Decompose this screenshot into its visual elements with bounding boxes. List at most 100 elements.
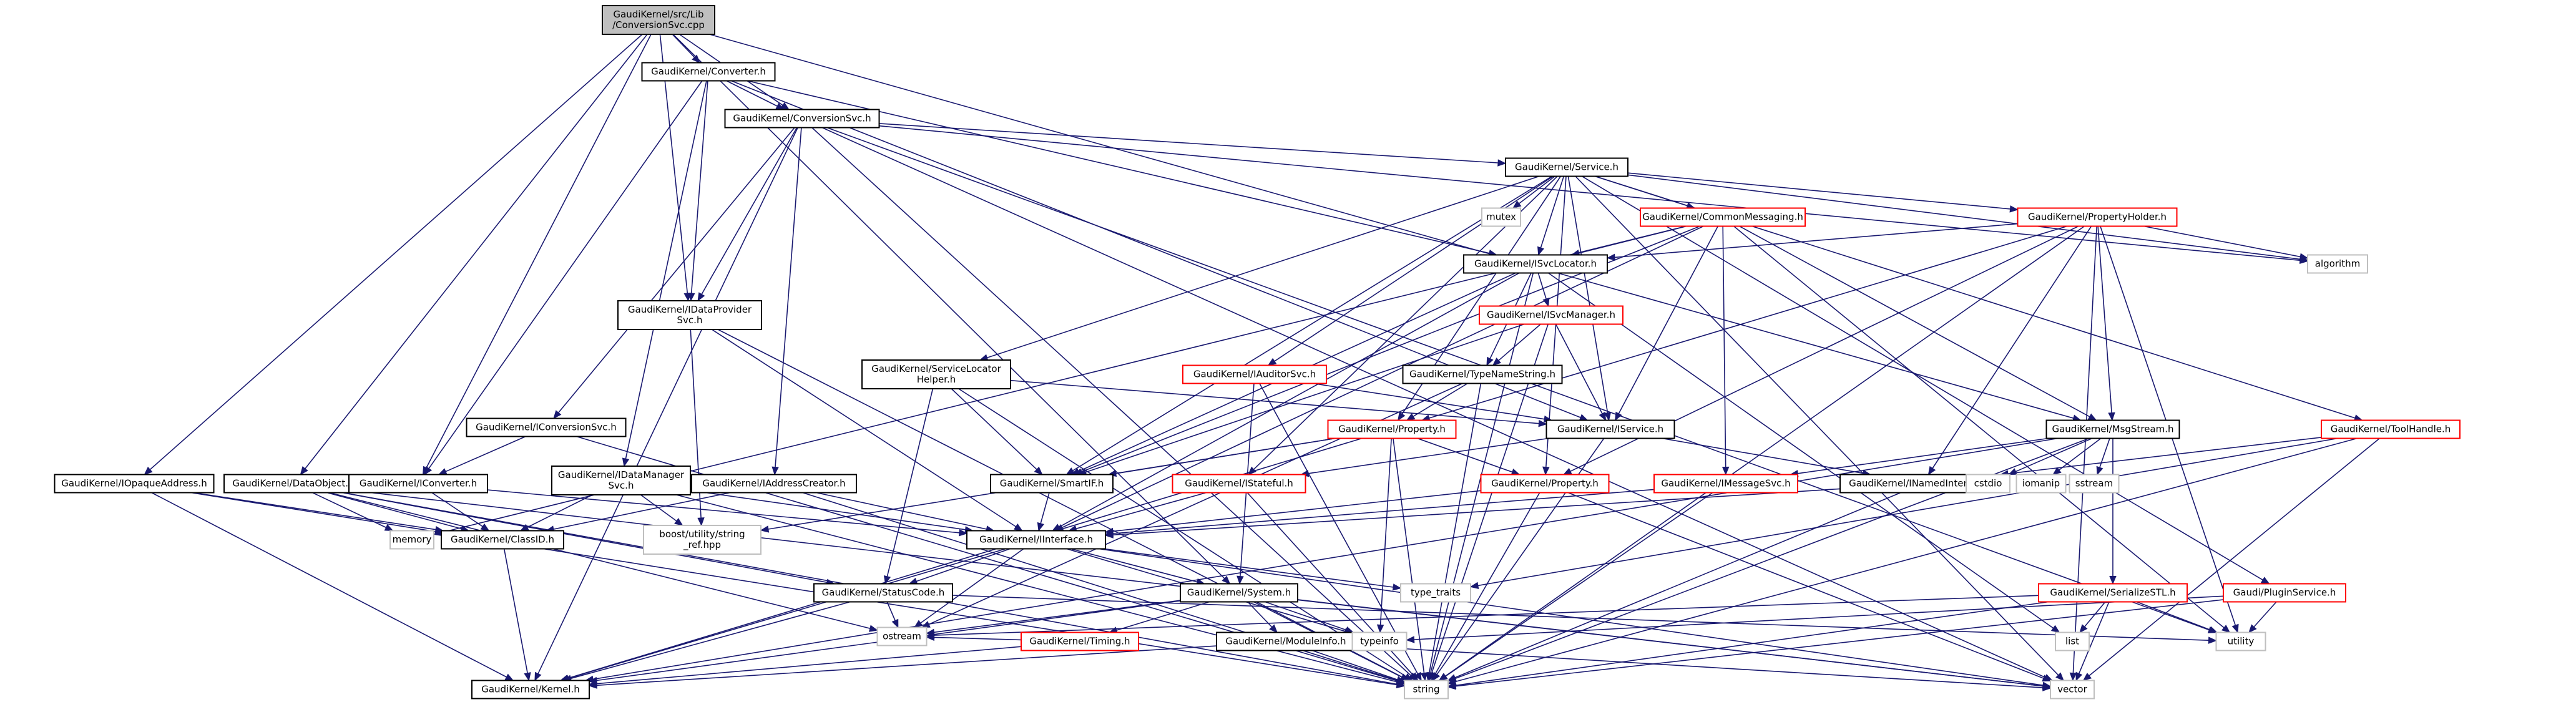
node-typeinfo: typeinfo <box>1351 631 1408 651</box>
node-label-Timing: GaudiKernel/Timing.h <box>1029 636 1130 647</box>
edge-PluginService-to-utility <box>2248 601 2277 633</box>
node-IConverter[interactable]: GaudiKernel/IConverter.h <box>348 474 488 494</box>
node-ConversionSvc[interactable]: GaudiKernel/ConversionSvc.h <box>724 109 880 129</box>
edge-Timing-to-ostream <box>926 633 1022 641</box>
node-IAuditorSvc[interactable]: GaudiKernel/IAuditorSvc.h <box>1182 364 1327 384</box>
edge-DataObject-to-ostream <box>329 492 878 632</box>
node-label-ServiceLocatorHelper-line-1: Helper.h <box>917 374 956 385</box>
edge-IDataProviderSvc-to-string_ref <box>690 329 705 527</box>
edge-Service-to-mutex <box>1512 175 1555 209</box>
node-ISvcLocator[interactable]: GaudiKernel/ISvcLocator.h <box>1463 254 1608 274</box>
node-string: string <box>1404 680 1449 700</box>
node-SerializeSTL[interactable]: GaudiKernel/SerializeSTL.h <box>2038 583 2188 603</box>
node-Service[interactable]: GaudiKernel/Service.h <box>1505 157 1628 177</box>
node-label-algorithm: algorithm <box>2315 258 2360 270</box>
node-TypeNameString[interactable]: GaudiKernel/TypeNameString.h <box>1402 364 1563 384</box>
node-label-list: list <box>2065 636 2079 647</box>
node-ISvcManager[interactable]: GaudiKernel/ISvcManager.h <box>1479 305 1623 325</box>
node-label-ostream: ostream <box>883 631 921 642</box>
edge-ISvcLocator-to-list <box>1548 272 2060 633</box>
node-label-CommonMessaging: GaudiKernel/CommonMessaging.h <box>1642 212 1803 223</box>
node-CommonMessaging[interactable]: GaudiKernel/CommonMessaging.h <box>1640 207 1806 227</box>
node-PropertyHolder[interactable]: GaudiKernel/PropertyHolder.h <box>2017 207 2178 227</box>
edge-CommonMessaging-to-IService <box>1615 226 1719 421</box>
edge-IService-to-INamedInterface <box>1662 437 1871 477</box>
edge-ServiceLocatorHelper-to-IService <box>1010 379 1547 427</box>
node-ModuleInfo[interactable]: GaudiKernel/ModuleInfo.h <box>1216 631 1356 651</box>
node-box-string <box>1404 680 1449 700</box>
node-ClassID[interactable]: GaudiKernel/ClassID.h <box>441 530 564 550</box>
node-label-PluginService: Gaudi/PluginService.h <box>2233 587 2336 598</box>
edge-ISvcLocator-to-ISvcManager <box>1537 273 1550 307</box>
node-IConversionSvc[interactable]: GaudiKernel/IConversionSvc.h <box>466 417 627 437</box>
node-label-string_ref-line-1: _ref.hpp <box>683 539 721 551</box>
node-SmartIF[interactable]: GaudiKernel/SmartIF.h <box>990 474 1114 494</box>
node-label-ServiceLocatorHelper-line-0: GaudiKernel/ServiceLocator <box>871 363 1001 374</box>
edge-IOpaqueAddress-to-Kernel <box>151 492 514 681</box>
node-label-Service: GaudiKernel/Service.h <box>1515 162 1619 173</box>
edge-PropertyHolder-to-algorithm <box>2143 225 2309 260</box>
edge-Service-to-IService <box>1567 176 1612 421</box>
edge-IStateful-to-IInterface <box>1068 492 1207 532</box>
node-PropertyA[interactable]: GaudiKernel/Property.h <box>1327 419 1457 439</box>
node-PropertyB[interactable]: GaudiKernel/Property.h <box>1480 474 1610 494</box>
node-root[interactable]: GaudiKernel/src/Lib/ConversionSvc.cpp <box>602 5 715 35</box>
edge-PropertyHolder-to-INamedInterface <box>1927 226 2092 475</box>
node-IService[interactable]: GaudiKernel/IService.h <box>1545 419 1675 439</box>
node-DataObject[interactable]: GaudiKernel/DataObject.h <box>223 474 363 494</box>
node-label-mutex: mutex <box>1486 212 1516 223</box>
node-System[interactable]: GaudiKernel/System.h <box>1180 583 1298 603</box>
node-label-vector: vector <box>2057 684 2087 695</box>
node-ostream: ostream <box>876 626 928 646</box>
node-label-IConverter: GaudiKernel/IConverter.h <box>360 478 477 489</box>
edge-PropertyB-to-string <box>1431 492 1540 681</box>
edge-IInterface-to-vector <box>1099 548 2052 689</box>
node-box-IService <box>1545 419 1675 439</box>
edge-IConverter-to-IInterface <box>487 489 968 537</box>
node-box-ISvcManager <box>1479 305 1623 325</box>
edge-Service-to-PropertyHolder <box>1627 172 2019 213</box>
node-box-Timing <box>1021 631 1139 651</box>
node-label-SerializeSTL: GaudiKernel/SerializeSTL.h <box>2050 587 2175 598</box>
node-label-MsgStream: GaudiKernel/MsgStream.h <box>2052 424 2173 435</box>
node-label-memory: memory <box>393 534 432 545</box>
edge-PropertyA-to-typeinfo <box>1376 438 1392 633</box>
node-IOpaqueAddress[interactable]: GaudiKernel/IOpaqueAddress.h <box>54 474 215 494</box>
node-IInterface[interactable]: GaudiKernel/IInterface.h <box>966 530 1106 550</box>
node-PluginService[interactable]: Gaudi/PluginService.h <box>2223 583 2346 603</box>
edge-PluginService-to-typeinfo <box>1406 595 2224 643</box>
edge-ClassID-to-Kernel <box>503 548 531 681</box>
node-label-utility: utility <box>2228 636 2255 647</box>
edge-MsgStream-to-iomanip <box>2052 437 2102 475</box>
node-box-PluginService <box>2223 583 2346 603</box>
node-box-MsgStream <box>2045 419 2180 439</box>
node-box-vector <box>2050 680 2095 700</box>
edge-StatusCode-to-ostream <box>886 602 899 628</box>
edge-PropertyB-to-vector <box>1567 492 2052 682</box>
node-MsgStream[interactable]: GaudiKernel/MsgStream.h <box>2045 419 2180 439</box>
edge-IConverter-to-ClassID <box>431 492 490 532</box>
node-Timing[interactable]: GaudiKernel/Timing.h <box>1021 631 1139 651</box>
node-Converter[interactable]: GaudiKernel/Converter.h <box>641 62 776 82</box>
node-label-ISvcLocator: GaudiKernel/ISvcLocator.h <box>1474 258 1597 270</box>
node-box-mutex <box>1481 207 1521 227</box>
node-label-SmartIF: GaudiKernel/SmartIF.h <box>1000 478 1104 489</box>
nodes-layer: GaudiKernel/src/Lib/ConversionSvc.cppGau… <box>54 5 2461 700</box>
node-label-TypeNameString: GaudiKernel/TypeNameString.h <box>1409 369 1555 380</box>
node-StatusCode[interactable]: GaudiKernel/StatusCode.h <box>813 583 953 603</box>
node-IMessageSvc[interactable]: GaudiKernel/IMessageSvc.h <box>1653 474 1798 494</box>
node-Kernel[interactable]: GaudiKernel/Kernel.h <box>471 680 590 700</box>
edge-IInterface-to-StatusCode <box>908 548 1011 585</box>
node-label-IOpaqueAddress: GaudiKernel/IOpaqueAddress.h <box>61 478 207 489</box>
edge-SerializeSTL-to-utility <box>2136 601 2218 633</box>
node-utility: utility <box>2215 631 2266 651</box>
node-IStateful[interactable]: GaudiKernel/IStateful.h <box>1172 474 1306 494</box>
node-IAddressCreator[interactable]: GaudiKernel/IAddressCreator.h <box>691 474 857 494</box>
node-vector: vector <box>2050 680 2095 700</box>
edge-ISvcManager-to-IService <box>1555 324 1607 421</box>
node-ToolHandle[interactable]: GaudiKernel/ToolHandle.h <box>2321 419 2461 439</box>
edge-IService-to-IStateful <box>1300 437 1549 477</box>
